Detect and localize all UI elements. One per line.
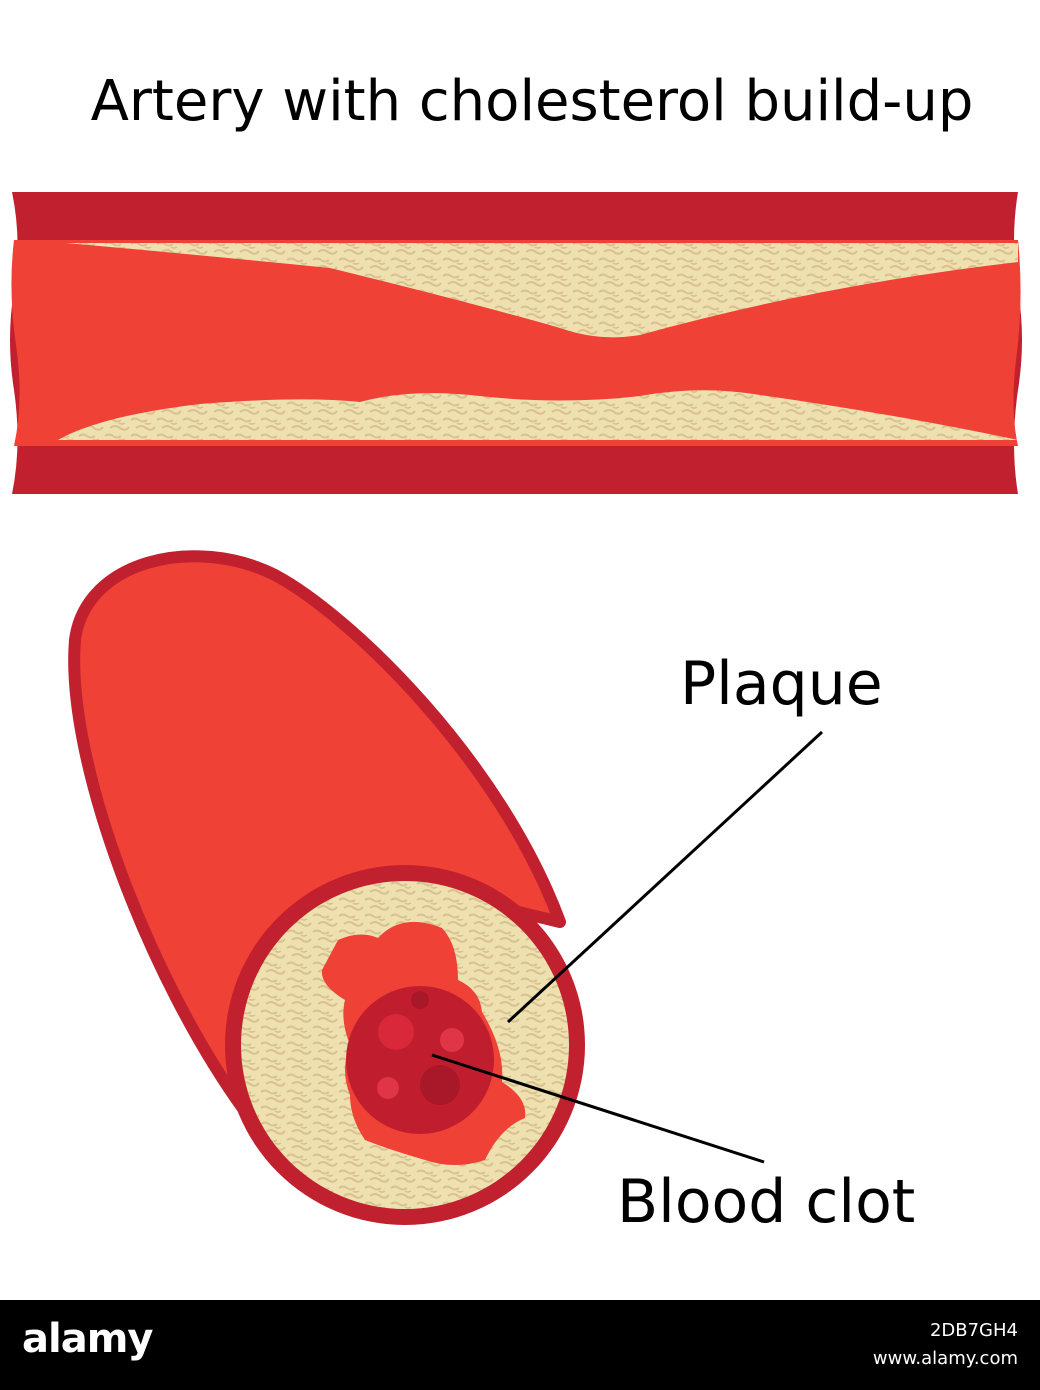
artery-cross-section xyxy=(68,550,585,1225)
plaque-label: Plaque xyxy=(680,649,883,719)
footer-logo: alamy xyxy=(22,1316,153,1362)
plaque-leader-line xyxy=(506,730,824,1024)
plaque-lower xyxy=(58,390,1018,440)
watermark-footer: alamy 2DB7GH4 www.alamy.com xyxy=(0,1300,1040,1390)
blood-clot xyxy=(346,986,494,1134)
vessel-tube-body xyxy=(68,550,566,1116)
diagram-title: Artery with cholesterol build-up xyxy=(91,69,974,134)
blood-clot-label: Blood clot xyxy=(617,1167,915,1237)
artery-diagram: Artery with cholesterol build-up Plaque … xyxy=(10,69,1022,1237)
footer-image-code: 2DB7GH4 xyxy=(929,1320,1018,1341)
footer-url: www.alamy.com xyxy=(872,1348,1018,1369)
blood-clot-leader-line xyxy=(431,1053,765,1164)
artery-longitudinal-section xyxy=(10,192,1022,494)
plaque-upper xyxy=(66,243,1018,338)
